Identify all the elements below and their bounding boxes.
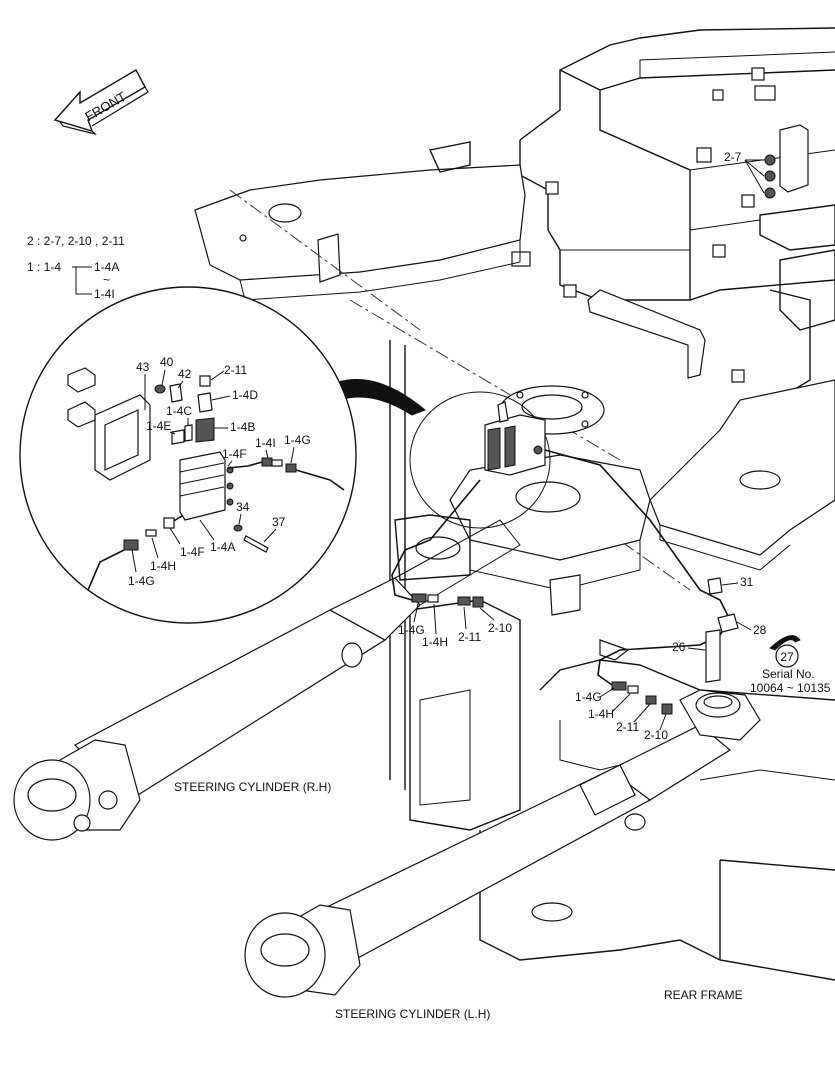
callout-43: 43 — [136, 360, 150, 374]
callout-42: 42 — [178, 367, 192, 381]
callout-right-1-4G: 1-4G — [575, 690, 602, 704]
serial-label: Serial No. — [762, 667, 815, 681]
legend-tilde: ~ — [103, 273, 110, 287]
callout-left-2-11: 2-11 — [458, 630, 481, 644]
callout-2-7: 2-7 — [724, 150, 742, 164]
callout-right-1-4H: 1-4H — [588, 707, 614, 721]
caption-rear-frame: REAR FRAME — [664, 988, 743, 1002]
detail-callouts: 43 40 42 2-11 1-4D 1-4C 1-4E 1-4B 1-4F 1… — [128, 355, 311, 588]
callout-1-4I: 1-4I — [255, 436, 276, 450]
caption-steering-cylinder-rh: STEERING CYLINDER (R.H) — [174, 780, 331, 794]
lube-distributor-main — [409, 391, 551, 529]
legend: 2 : 2-7, 2-10 , 2-11 1 : 1-4 1-4A ~ 1-4I — [27, 234, 125, 301]
upper-frame-arm — [194, 141, 526, 301]
callout-left-1-4G: 1-4G — [398, 623, 425, 637]
callout-1-4E: 1-4E — [146, 419, 171, 433]
callout-right-2-11: 2-11 — [616, 720, 639, 734]
frame-structure — [511, 27, 835, 396]
legend-line-1: 2 : 2-7, 2-10 , 2-11 — [27, 234, 125, 248]
callout-1-4G-top: 1-4G — [284, 433, 311, 447]
callout-1-4D: 1-4D — [232, 388, 258, 402]
legend-line-2-bottom: 1-4I — [94, 287, 115, 301]
callout-34: 34 — [236, 500, 250, 514]
detail-circle — [19, 286, 357, 624]
detail-pointer-arrow — [317, 379, 426, 416]
lower-frame — [389, 340, 835, 981]
steering-cylinder-rh — [13, 519, 521, 841]
serial-range: 10064 ~ 10135 — [750, 681, 831, 695]
callout-28: 28 — [753, 623, 767, 637]
caption-steering-cylinder-lh: STEERING CYLINDER (L.H) — [335, 1007, 490, 1021]
callout-1-4B: 1-4B — [230, 420, 255, 434]
callout-26: 26 — [672, 640, 686, 654]
reference-arrow-icon — [769, 635, 801, 651]
callout-1-4F-bottom: 1-4F — [180, 545, 205, 559]
legend-line-2-top: 1-4A — [94, 260, 119, 274]
callout-1-4F-top: 1-4F — [222, 447, 247, 461]
reference-circle — [775, 644, 799, 668]
callout-37: 37 — [272, 515, 286, 529]
right-plate — [649, 379, 835, 571]
callout-31: 31 — [740, 575, 754, 589]
steering-cylinder-lh — [244, 689, 761, 998]
callout-1-4G-bottom: 1-4G — [128, 574, 155, 588]
legend-line-2-prefix: 1 : 1-4 — [27, 260, 61, 274]
callout-1-4H: 1-4H — [150, 559, 176, 573]
hose-lines — [391, 449, 739, 715]
captions: STEERING CYLINDER (R.H) STEERING CYLINDE… — [174, 780, 743, 1021]
main-callouts: 2-7 1-4G 1-4H 2-11 2-10 31 28 26 27 Seri… — [398, 150, 831, 742]
front-arrow-icon: FRONT — [53, 69, 149, 136]
callout-left-1-4H: 1-4H — [422, 635, 448, 649]
reference-circle-label: 27 — [780, 650, 794, 664]
callout-40: 40 — [160, 355, 174, 369]
callout-1-4C: 1-4C — [166, 404, 192, 418]
callout-1-4A: 1-4A — [210, 540, 235, 554]
callout-2-11: 2-11 — [224, 363, 247, 377]
callout-left-2-10: 2-10 — [488, 621, 512, 635]
callout-right-2-10: 2-10 — [644, 728, 668, 742]
